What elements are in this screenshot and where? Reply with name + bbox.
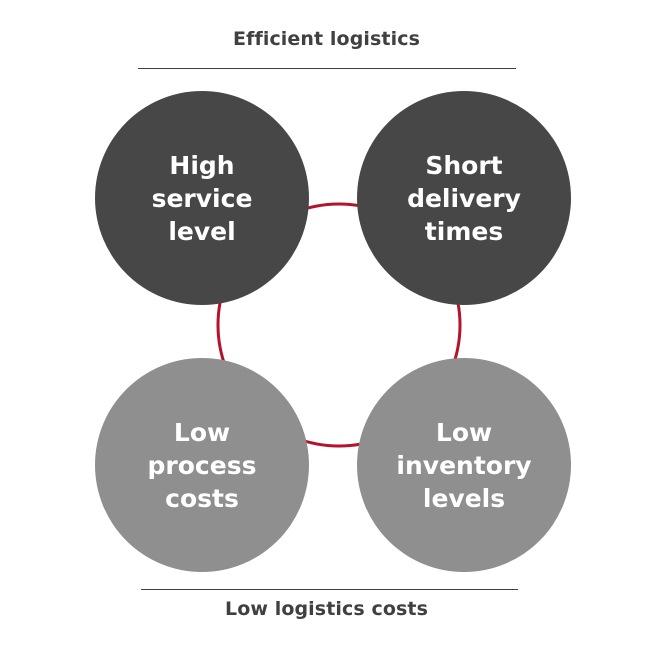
- circle-label: Short delivery times: [407, 150, 521, 246]
- circle-low-inventory-levels: Low inventory levels: [357, 358, 571, 572]
- circle-low-process-costs: Low process costs: [95, 358, 309, 572]
- circle-label: Low process costs: [147, 417, 257, 513]
- circle-high-service-level: High service level: [95, 91, 309, 305]
- top-divider: [138, 68, 516, 69]
- bottom-divider: [141, 589, 518, 590]
- diagram-title: Efficient logistics: [233, 28, 420, 50]
- circle-label: High service level: [151, 150, 253, 246]
- circle-label: Low inventory levels: [396, 417, 532, 513]
- circle-short-delivery-times: Short delivery times: [357, 91, 571, 305]
- diagram-subtitle: Low logistics costs: [224, 598, 428, 620]
- connector-ring: [216, 202, 462, 448]
